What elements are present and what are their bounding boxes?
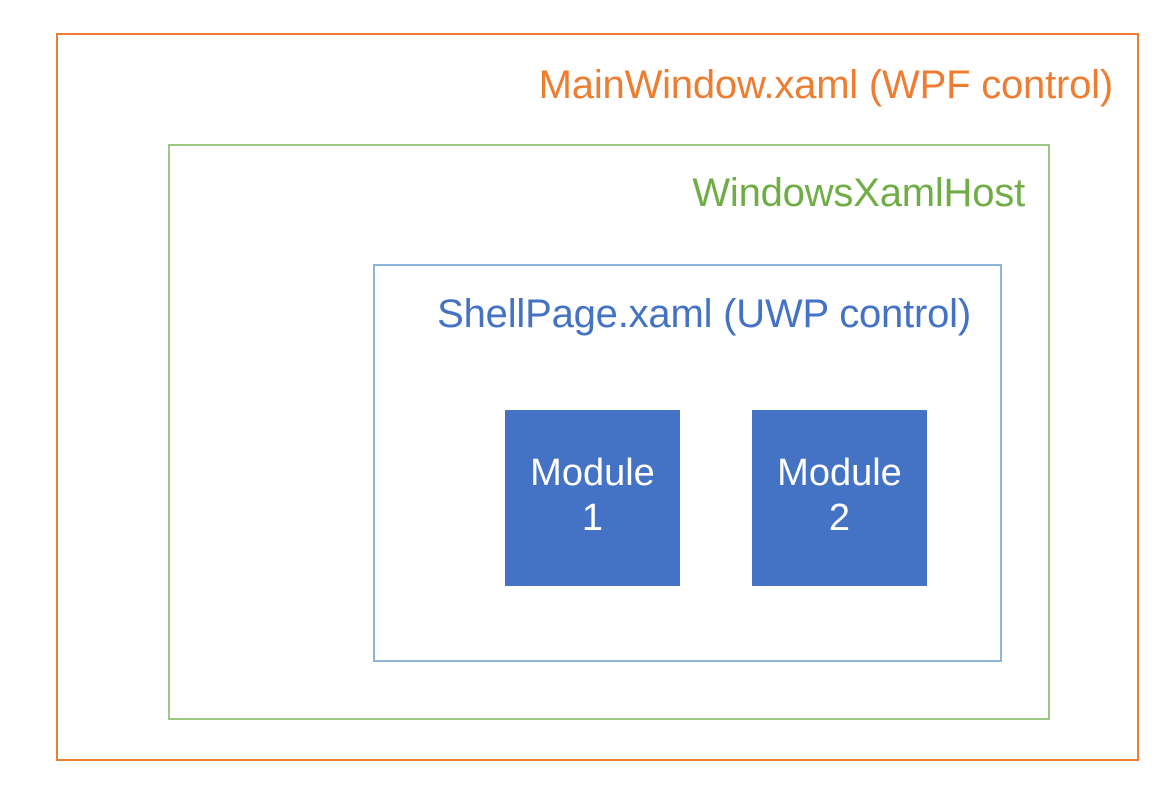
module-2-box: Module 2 [752, 410, 927, 586]
shellpage-uwp-label: ShellPage.xaml (UWP control) [437, 292, 971, 336]
mainwindow-wpf-label: MainWindow.xaml (WPF control) [538, 63, 1114, 107]
module-1-label-line-2: 1 [581, 497, 604, 539]
module-1-label-line-1: Module [530, 452, 655, 495]
mainwindow-wpf-container: MainWindow.xaml (WPF control) WindowsXam… [56, 33, 1139, 761]
shellpage-uwp-container: ShellPage.xaml (UWP control) Module 1 Mo… [373, 264, 1002, 662]
windowsxamlhost-label: WindowsXamlHost [692, 171, 1025, 215]
module-2-label-line-1: Module [777, 452, 902, 495]
module-2-label-line-2: 2 [828, 497, 851, 539]
module-1-box: Module 1 [505, 410, 680, 586]
windowsxamlhost-container: WindowsXamlHost ShellPage.xaml (UWP cont… [168, 144, 1050, 720]
